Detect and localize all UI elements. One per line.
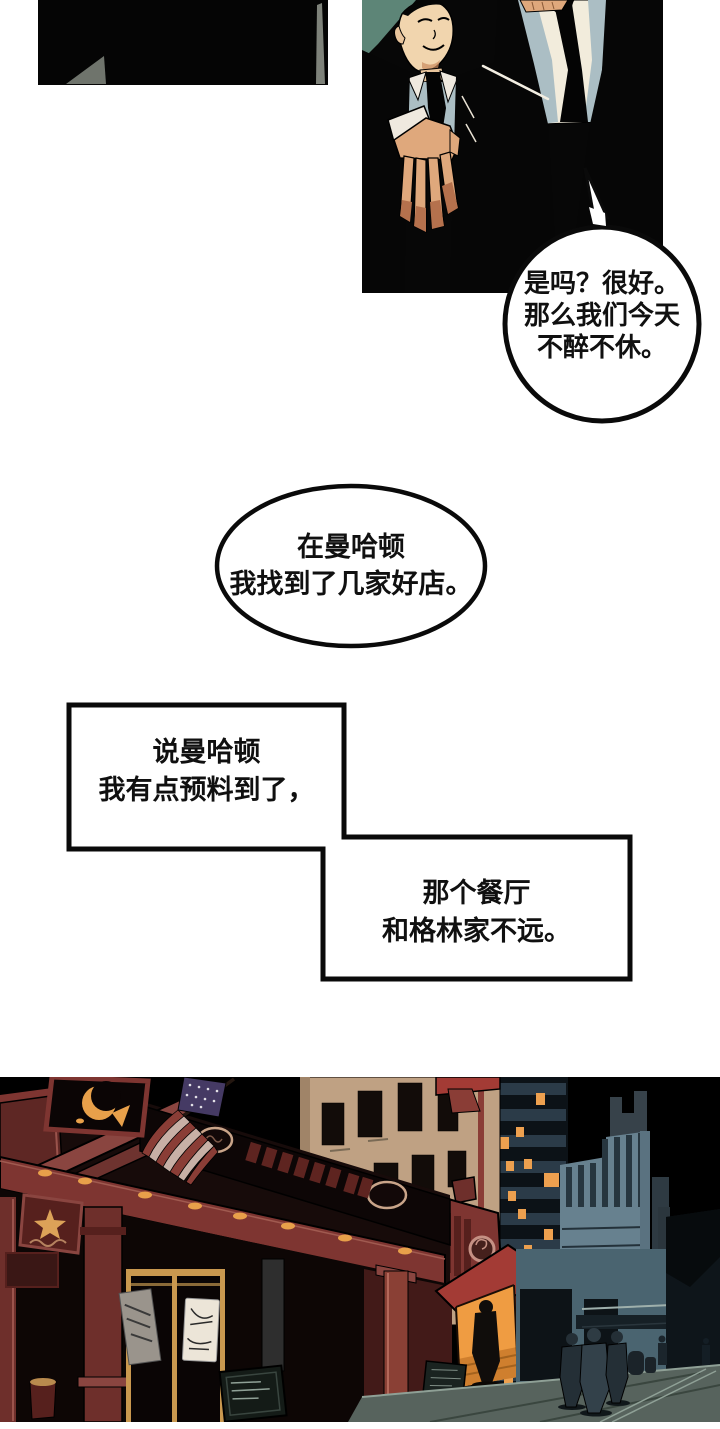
white-poster [181,1297,220,1363]
closed-eye-right [437,17,450,21]
bar-facade [0,1077,451,1422]
oval-medallion [366,1180,408,1210]
bubble-line: 说曼哈顿 [152,737,261,767]
panel-characters [362,0,663,293]
trash-bin [29,1378,57,1420]
panel-top-left [38,0,328,85]
smile [422,44,445,51]
narration-box-1-text: 说曼哈顿 我有点预料到了， [69,733,344,809]
bubble-line: 那么我们今天 [523,300,680,330]
panel-street [0,1077,720,1422]
narration-boxes [60,696,640,988]
narration-box-2-text: 那个餐厅 和格林家不远。 [323,874,630,950]
gray-poster [118,1288,162,1366]
speech-bubble-round [495,160,715,435]
fingers [519,0,569,13]
bubble-line: 在曼哈顿 [297,532,405,562]
closed-eye-left [417,18,433,23]
bubble-line: 我有点预料到了， [98,775,315,805]
speech-ellipse-text: 在曼哈顿 我找到了几家好店。 [211,529,491,603]
draped-hand [387,105,461,233]
marquee-lights [38,1169,412,1255]
gray-triangle-shape [66,56,106,84]
bubble-line: 我找到了几家好店。 [229,569,473,599]
bubble-line: 和格林家不远。 [382,916,571,946]
menu-board [218,1364,288,1422]
cocktail-pick [481,64,550,101]
bubble-line: 那个餐厅 [422,878,531,908]
speech-bubble-ellipse [205,475,500,660]
star-sign [18,1193,84,1255]
bubble-line: 不醉不休。 [536,332,667,362]
pedestrians [558,1328,710,1417]
bubble-line: 是吗？很好。 [523,268,680,298]
necktie-right-man [554,4,588,122]
american-flag [141,1077,236,1186]
gray-sliver-shape [316,3,325,84]
sign-lettering [245,1141,374,1199]
crescent-moon-sign [43,1077,151,1138]
panel-top-left-bg [38,0,328,85]
speech-round-text: 是吗？很好。 那么我们今天 不醉不休。 [502,267,702,363]
